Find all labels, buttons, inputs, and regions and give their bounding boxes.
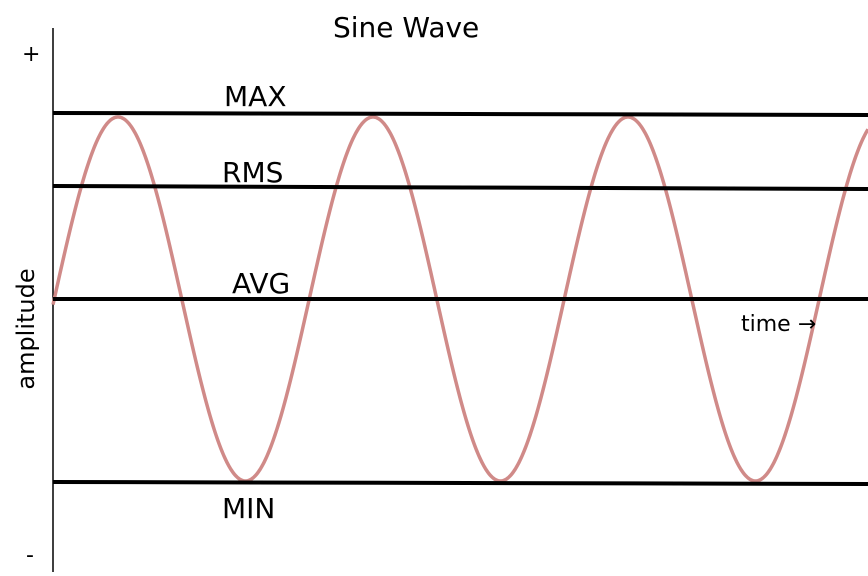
min-label: MIN bbox=[222, 492, 275, 525]
sine-wave-curve bbox=[51, 115, 868, 483]
max-label: MAX bbox=[224, 80, 287, 113]
y-axis-plus-symbol: + bbox=[22, 42, 40, 67]
min-line bbox=[52, 480, 868, 486]
rms-label: RMS bbox=[222, 156, 283, 189]
time-label: time → bbox=[741, 312, 816, 337]
max-line bbox=[52, 111, 868, 117]
diagram-title: Sine Wave bbox=[333, 11, 479, 44]
y-axis-minus-symbol: - bbox=[26, 543, 34, 568]
rms-line bbox=[52, 184, 868, 191]
avg-label: AVG bbox=[232, 267, 290, 300]
y-axis-label: amplitude bbox=[12, 268, 40, 389]
